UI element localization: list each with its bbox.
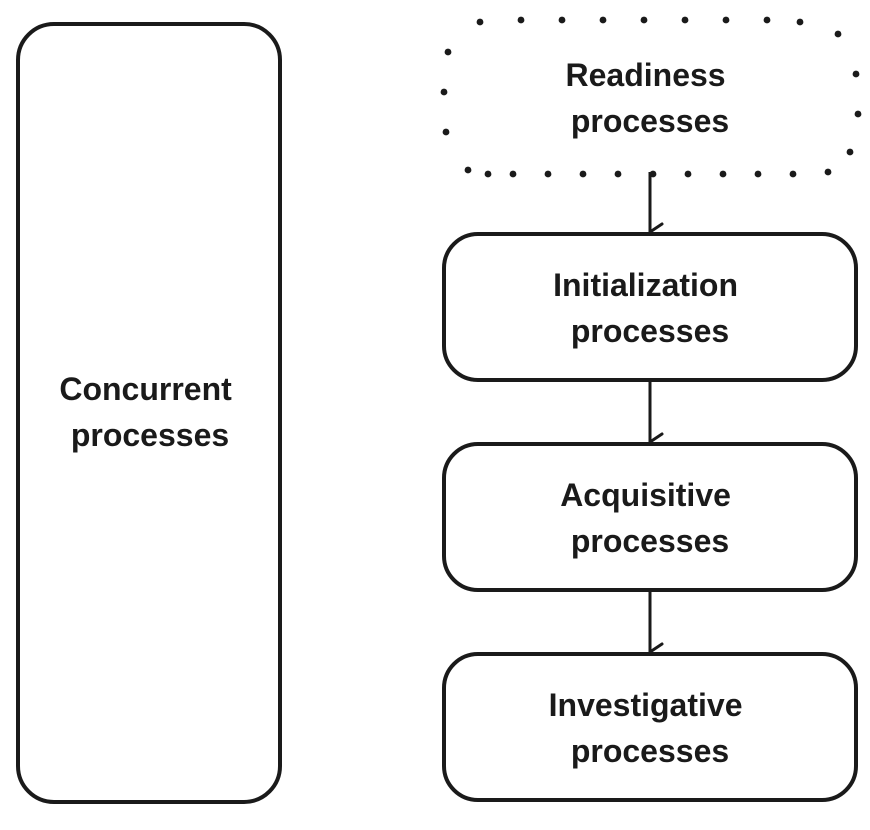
readiness-border-dot bbox=[789, 170, 797, 178]
readiness-border-dot bbox=[719, 170, 727, 178]
readiness-border-dot bbox=[517, 16, 525, 24]
readiness-border-dot bbox=[440, 88, 448, 96]
readiness-border-dot bbox=[484, 170, 492, 178]
concurrent-processes-label: Concurrent processes bbox=[59, 371, 240, 453]
investigative-label-line1: Investigative bbox=[549, 687, 743, 723]
readiness-border-dot bbox=[722, 16, 730, 24]
readiness-border-dot bbox=[614, 170, 622, 178]
readiness-border-dot bbox=[754, 170, 762, 178]
readiness-dotted-border bbox=[440, 16, 862, 178]
initialization-processes-label: Initialization processes bbox=[553, 267, 747, 349]
readiness-border-dot bbox=[681, 16, 689, 24]
concurrent-processes-box bbox=[16, 22, 282, 804]
readiness-border-dot bbox=[558, 16, 566, 24]
readiness-processes-label: Readiness processes bbox=[566, 57, 735, 139]
readiness-border-dot bbox=[763, 16, 771, 24]
acquisitive-label-line1: Acquisitive bbox=[560, 477, 731, 513]
readiness-border-dot bbox=[464, 166, 472, 174]
initialization-processes-node: Initialization processes bbox=[442, 232, 858, 382]
acquisitive-processes-box bbox=[442, 442, 858, 592]
investigative-processes-label: Investigative processes bbox=[549, 687, 752, 769]
initialization-label-line1: Initialization bbox=[553, 267, 738, 303]
readiness-border-dot bbox=[442, 128, 450, 136]
investigative-processes-node: Investigative processes bbox=[442, 652, 858, 802]
readiness-border-dot bbox=[579, 170, 587, 178]
readiness-processes-node: Readiness processes bbox=[440, 16, 862, 178]
readiness-border-dot bbox=[834, 30, 842, 38]
concurrent-label-line2: processes bbox=[71, 417, 229, 453]
investigative-label-line2: processes bbox=[571, 733, 729, 769]
readiness-border-dot bbox=[796, 18, 804, 26]
acquisitive-processes-node: Acquisitive processes bbox=[442, 442, 858, 592]
readiness-border-dot bbox=[444, 48, 452, 56]
readiness-border-dot bbox=[599, 16, 607, 24]
acquisitive-label-line2: processes bbox=[571, 523, 729, 559]
readiness-border-dot bbox=[854, 110, 862, 118]
readiness-border-dot bbox=[684, 170, 692, 178]
readiness-label-line1: Readiness bbox=[566, 57, 726, 93]
readiness-border-dot bbox=[852, 70, 860, 78]
readiness-border-dot bbox=[476, 18, 484, 26]
readiness-border-dot bbox=[544, 170, 552, 178]
readiness-border-dot bbox=[846, 148, 854, 156]
concurrent-label-line1: Concurrent bbox=[59, 371, 232, 407]
concurrent-processes-node: Concurrent processes bbox=[16, 22, 282, 804]
readiness-border-dot bbox=[640, 16, 648, 24]
initialization-processes-box bbox=[442, 232, 858, 382]
readiness-label-line2: processes bbox=[571, 103, 729, 139]
acquisitive-processes-label: Acquisitive processes bbox=[560, 477, 740, 559]
readiness-border-dot bbox=[509, 170, 517, 178]
readiness-border-dot bbox=[824, 168, 832, 176]
initialization-label-line2: processes bbox=[571, 313, 729, 349]
investigative-processes-box bbox=[442, 652, 858, 802]
